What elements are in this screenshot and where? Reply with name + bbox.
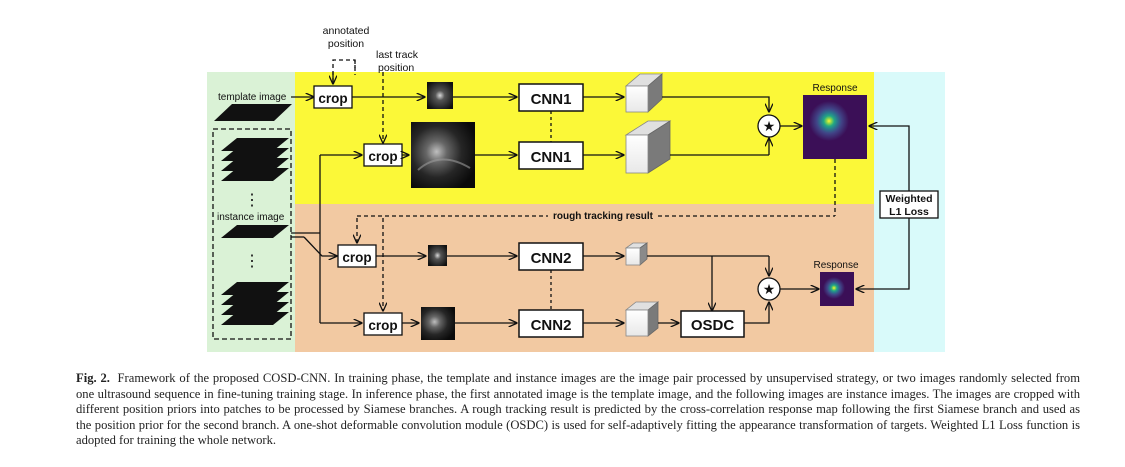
cnn2-bottom-box (518, 309, 584, 338)
cnn2-top-label: CNN2 (531, 250, 572, 267)
last-track-position-label: position (378, 62, 414, 74)
crop-box-4 (363, 312, 403, 336)
loss-to-response-top-arrow (869, 126, 910, 191)
template-patch (427, 82, 453, 109)
caption-text: Framework of the proposed COSD-CNN. In t… (76, 371, 1081, 448)
feature-cube-1 (624, 73, 664, 113)
instance-image-slice (221, 292, 289, 305)
cnn1-top-label: CNN1 (531, 91, 572, 108)
xcorr-star-top: ★ (763, 118, 776, 134)
instance-image-slice (221, 302, 289, 315)
osdc-label: OSDC (691, 317, 735, 334)
response-map-bottom-peak (823, 277, 845, 299)
crop-box-3-label: crop (342, 250, 371, 265)
instance-image-slice (221, 148, 289, 161)
cnn2-bottom-label: CNN2 (531, 317, 572, 334)
instance-image-slice (221, 158, 289, 171)
weighted-loss-label-2: L1 Loss (889, 206, 929, 218)
template-image-slice (214, 104, 292, 121)
rough-tracking-result-label: rough tracking result (553, 211, 654, 222)
osdc-box (680, 310, 745, 338)
template-image-label: template image (218, 92, 287, 103)
cnn1-bottom-box (518, 141, 584, 170)
instance-image-slice (221, 312, 289, 325)
loss-to-response-bottom-arrow (856, 218, 910, 289)
weighted-loss-label-1: Weighted (885, 193, 932, 205)
response-label-top: Response (812, 83, 857, 94)
framework-diagram: annotated position last track position t… (207, 25, 945, 352)
instance-patch-small-2 (421, 307, 455, 340)
feature-cube-2 (624, 120, 672, 174)
crop-box-2-label: crop (368, 149, 397, 164)
feature-cube-3 (624, 242, 649, 266)
feature1-to-xcorr-arrow (662, 96, 769, 112)
crop-box-1-label: crop (318, 91, 347, 106)
instance-image-slice (221, 168, 289, 181)
annotated-position-label: position (328, 38, 364, 50)
cnn1-bottom-label: CNN1 (531, 149, 572, 166)
response-label-bottom: Response (813, 260, 858, 271)
feature-cube-4 (624, 301, 660, 337)
figure-caption: Fig. 2. Framework of the proposed COSD-C… (76, 371, 1080, 449)
xcorr-star-bottom: ★ (763, 281, 776, 297)
caption-label: Fig. 2. (76, 371, 110, 385)
annotated-label: annotated (323, 25, 370, 37)
instance-image-slice (221, 225, 289, 238)
osdc-to-xcorr-arrow (744, 302, 769, 324)
instance-image-label: instance image (217, 212, 285, 223)
vdots-upper: ⋮ (244, 192, 260, 209)
instance-patch-large (411, 122, 475, 188)
instance-patch-small-1 (428, 245, 447, 266)
annotated-position-arrow (332, 59, 356, 82)
instance-to-crop3-path (303, 236, 337, 256)
last-track-label: last track (376, 49, 419, 61)
yellow-panel (295, 72, 874, 204)
instance-image-slice (221, 138, 289, 151)
crop-box-4-label: crop (368, 318, 397, 333)
response-map-top-peak (809, 101, 849, 141)
instance-patch-texture (417, 158, 471, 171)
instance-image-slice (221, 282, 289, 295)
vdots-lower: ⋮ (244, 253, 260, 270)
cnn1-top-box (518, 83, 584, 112)
